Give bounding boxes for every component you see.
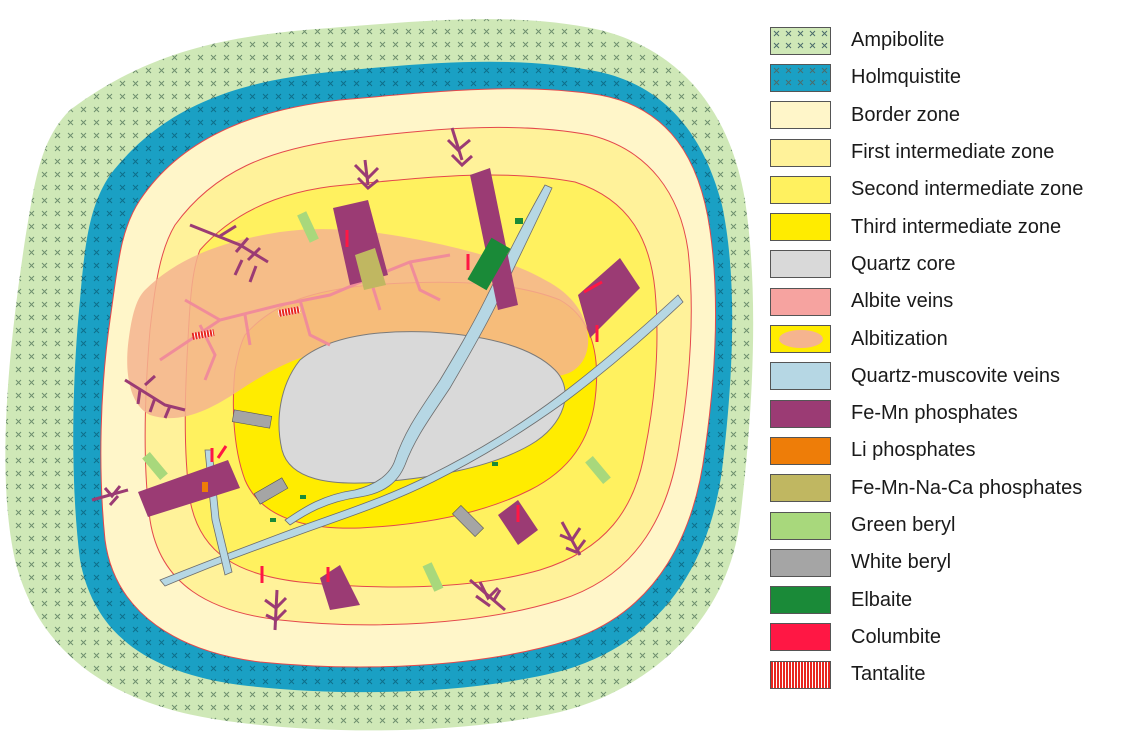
legend-swatch: [770, 64, 831, 92]
legend-item: Albite veins: [770, 283, 1146, 320]
legend-item: Fe-Mn phosphates: [770, 395, 1146, 432]
legend-swatch: [770, 362, 831, 390]
legend-item: Elbaite: [770, 581, 1146, 618]
legend-item: Ampibolite: [770, 22, 1146, 59]
legend-item: Fe-Mn-Na-Ca phosphates: [770, 470, 1146, 507]
legend-item: Albitization: [770, 320, 1146, 357]
legend-label: Border zone: [851, 104, 960, 127]
legend-label: Elbaite: [851, 589, 912, 612]
legend-label: First intermediate zone: [851, 141, 1054, 164]
legend-item: Quartz-muscovite veins: [770, 358, 1146, 395]
legend-swatch: [770, 27, 831, 55]
legend-item: Columbite: [770, 619, 1146, 656]
legend-item: Holmquistite: [770, 59, 1146, 96]
legend-label: Holmquistite: [851, 66, 961, 89]
legend-item: First intermediate zone: [770, 134, 1146, 171]
legend-label: Fe-Mn phosphates: [851, 402, 1018, 425]
pegmatite-map-svg: [0, 0, 760, 737]
legend-label: Fe-Mn-Na-Ca phosphates: [851, 477, 1082, 500]
legend-label: Ampibolite: [851, 29, 944, 52]
legend-swatch: [770, 325, 831, 353]
legend-swatch: [770, 623, 831, 651]
legend-swatch: [770, 474, 831, 502]
legend-item: Quartz core: [770, 246, 1146, 283]
legend-label: Green beryl: [851, 514, 956, 537]
legend-swatch: [770, 661, 831, 689]
legend-swatch: [770, 101, 831, 129]
legend-item: Border zone: [770, 97, 1146, 134]
legend-item: Third intermediate zone: [770, 208, 1146, 245]
legend-swatch: [770, 213, 831, 241]
legend-swatch: [770, 512, 831, 540]
legend-label: Quartz-muscovite veins: [851, 365, 1060, 388]
legend-label: Second intermediate zone: [851, 178, 1083, 201]
legend-swatch: [770, 250, 831, 278]
legend-swatch: [770, 586, 831, 614]
legend-label: Third intermediate zone: [851, 216, 1061, 239]
legend-label: Tantalite: [851, 663, 926, 686]
legend-label: Quartz core: [851, 253, 955, 276]
legend-item: White beryl: [770, 544, 1146, 581]
legend-swatch: [770, 288, 831, 316]
legend-item: Green beryl: [770, 507, 1146, 544]
legend-swatch: [770, 400, 831, 428]
legend-swatch: [770, 549, 831, 577]
legend-item: Li phosphates: [770, 432, 1146, 469]
legend-item: Tantalite: [770, 656, 1146, 693]
legend-label: White beryl: [851, 551, 951, 574]
legend-label: Li phosphates: [851, 439, 976, 462]
legend-item: Second intermediate zone: [770, 171, 1146, 208]
legend-label: Albite veins: [851, 290, 953, 313]
legend-label: Albitization: [851, 328, 948, 351]
legend-swatch: [770, 176, 831, 204]
legend-swatch: [770, 139, 831, 167]
legend-label: Columbite: [851, 626, 941, 649]
legend-swatch: [770, 437, 831, 465]
pegmatite-zoning-map: [0, 0, 760, 737]
